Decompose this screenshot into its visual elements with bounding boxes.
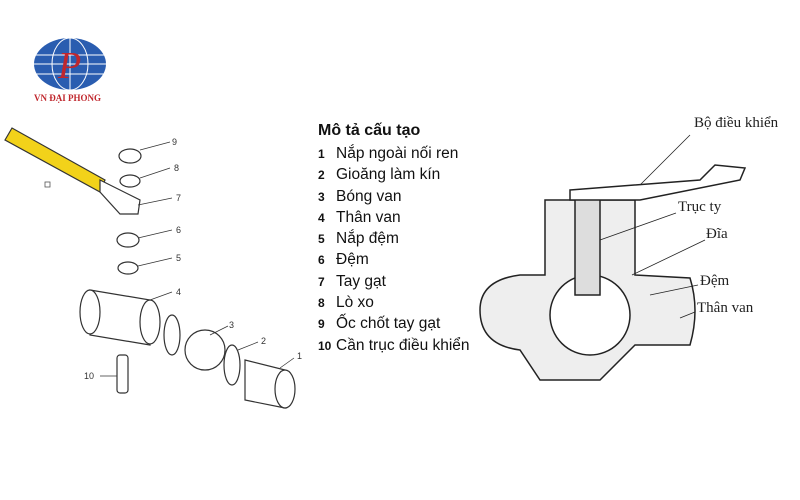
part-number: 3 <box>229 320 235 330</box>
part-number: 1 <box>297 351 303 361</box>
label-controller: Bộ điều khiển <box>694 115 779 131</box>
svg-text:P: P <box>57 45 81 87</box>
part-number: 4 <box>176 287 182 297</box>
brand-name: VN ĐẠI PHONG <box>34 93 101 103</box>
cross-section-view <box>479 134 747 381</box>
part-number: 2 <box>261 336 267 346</box>
label-stem: Trục ty <box>678 199 722 215</box>
part-number: 10 <box>84 371 95 381</box>
part-number: 5 <box>176 253 182 263</box>
label-disc: Đĩa <box>706 226 728 242</box>
legend-title: Mô tả cấu tạo <box>318 122 421 139</box>
label-seal: Đệm <box>700 273 730 289</box>
handle-lever <box>4 127 106 193</box>
part-number: 6 <box>176 225 182 235</box>
part-number: 9 <box>172 137 178 147</box>
label-body: Thân van <box>697 300 754 316</box>
logo-globe-icon: P <box>34 37 106 91</box>
part-number: 8 <box>174 163 180 173</box>
exploded-view <box>4 127 296 409</box>
part-number: 7 <box>176 193 182 203</box>
